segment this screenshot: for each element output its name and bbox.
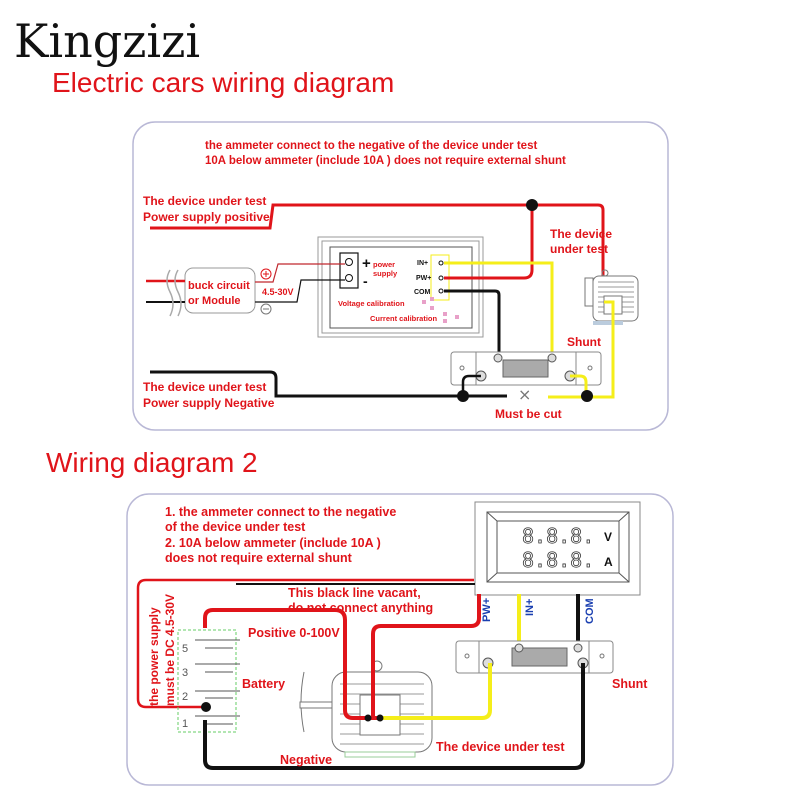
meter-outer — [474, 501, 641, 596]
note-line: of the device under test — [165, 520, 306, 534]
cut-mark: × — [518, 385, 531, 404]
buck-module — [184, 267, 256, 314]
shunt-label: Shunt — [567, 335, 601, 349]
negative-label: Negative — [280, 753, 332, 767]
motor-icon — [584, 269, 639, 325]
note-line: does not require external shunt — [165, 551, 353, 565]
minus-sign: - — [363, 273, 368, 289]
motor-terminal — [376, 714, 384, 722]
terminal-minus — [345, 274, 353, 282]
brand-logo: Kingzizi — [14, 14, 200, 68]
shunt-device-wire — [570, 374, 588, 396]
diagram1-title: Electric cars wiring diagram — [52, 67, 394, 98]
diagram2-panel: 1. the ammeter connect to the negative o… — [126, 493, 674, 786]
motor-icon — [299, 660, 433, 758]
meter-frame — [321, 240, 480, 334]
minus-circle-icon — [260, 303, 272, 315]
voltage-display: 8.8.8. — [522, 524, 594, 548]
current-calibration-label: Current calibration — [370, 314, 438, 323]
shunt-negative-wire — [461, 374, 481, 396]
wire-break-icon — [166, 269, 182, 317]
positive-wire — [203, 608, 378, 720]
device-label: The device — [550, 227, 612, 241]
battery-junction-dot — [201, 702, 211, 712]
device-label: under test — [550, 242, 608, 256]
note-line: 1. the ammeter connect to the negative — [165, 505, 396, 519]
motor-terminal — [364, 714, 372, 722]
supply-positive-label: Power supply positive — [143, 210, 270, 224]
battery-label: Battery — [242, 677, 285, 691]
meter-supply-wire — [136, 578, 474, 709]
com-wire — [444, 289, 501, 357]
terminal-label-in: IN+ — [524, 599, 536, 616]
plus-sign: + — [362, 255, 371, 272]
pw-plus-wire — [444, 205, 534, 280]
device-return-wire — [548, 300, 615, 399]
negative-wire — [203, 663, 585, 770]
vacant-note: This black line vacant, — [288, 586, 421, 600]
power-supply-label: supply — [373, 269, 398, 278]
power-note: must be DC 4.5-30V — [163, 594, 177, 706]
signal-terminals — [438, 260, 444, 294]
shunt-label: Shunt — [612, 677, 648, 691]
plus-icon — [263, 271, 269, 277]
unit-a: A — [604, 555, 613, 569]
note-line: the ammeter connect to the negative of t… — [205, 140, 537, 152]
shunt-icon — [450, 351, 602, 386]
module-label: or Module — [188, 295, 241, 307]
meter-inner — [329, 246, 473, 329]
note-line: 2. 10A below ammeter (include 10A ) — [165, 536, 381, 550]
voltage-calibration-label: Voltage calibration — [338, 299, 405, 308]
terminal-label-pw: PW+ — [416, 275, 431, 282]
supply-negative-label: The device under test — [143, 380, 266, 394]
terminal-label-pw: PW+ — [481, 598, 493, 622]
supply-positive-label: The device under test — [143, 194, 266, 208]
pw-plus-wire — [371, 594, 481, 718]
positive-label: Positive 0-100V — [248, 626, 340, 640]
supply-positive-wire — [150, 203, 605, 300]
power-supply-label: power — [373, 260, 395, 269]
supply-negative-label: Power supply Negative — [143, 396, 275, 410]
cell-label: 1 — [182, 718, 188, 730]
note-line: 10A below ammeter (include 10A ) does no… — [205, 155, 566, 167]
module-positive-wire — [255, 263, 345, 283]
device-shunt-wire — [380, 663, 492, 720]
current-display: 8.8.8. — [522, 548, 594, 572]
supply-negative-wire — [150, 370, 507, 398]
terminal-plus — [345, 258, 353, 266]
must-be-cut-label: Must be cut — [495, 407, 562, 421]
in-plus-wire — [444, 261, 554, 360]
cell-label: 5 — [182, 643, 188, 655]
module-voltage: 4.5-30V — [262, 287, 294, 297]
module-label: buck circuit — [188, 280, 250, 292]
power-note: the power supply — [147, 607, 161, 706]
unit-v: V — [604, 530, 612, 544]
cell-label: 3 — [182, 667, 188, 679]
terminal-label-in: IN+ — [417, 260, 428, 267]
meter-bezel — [486, 511, 630, 583]
terminal-label-com: COM — [414, 289, 431, 296]
power-terminal-block — [339, 252, 359, 289]
module-negative-wire — [255, 279, 345, 303]
calibration-pads — [422, 297, 459, 323]
negative-junction-dot — [457, 390, 469, 402]
cell-label: 2 — [182, 691, 188, 703]
device-label: The device under test — [436, 740, 565, 754]
battery-icon — [195, 639, 240, 725]
terminal-label-com: COM — [584, 598, 596, 624]
plus-circle-icon — [260, 268, 272, 280]
shunt-icon — [455, 640, 614, 674]
diagram2-title: Wiring diagram 2 — [46, 447, 258, 478]
diagram1-panel: the ammeter connect to the negative of t… — [132, 121, 669, 431]
device-junction-dot — [581, 390, 593, 402]
junction-dot — [526, 199, 538, 211]
